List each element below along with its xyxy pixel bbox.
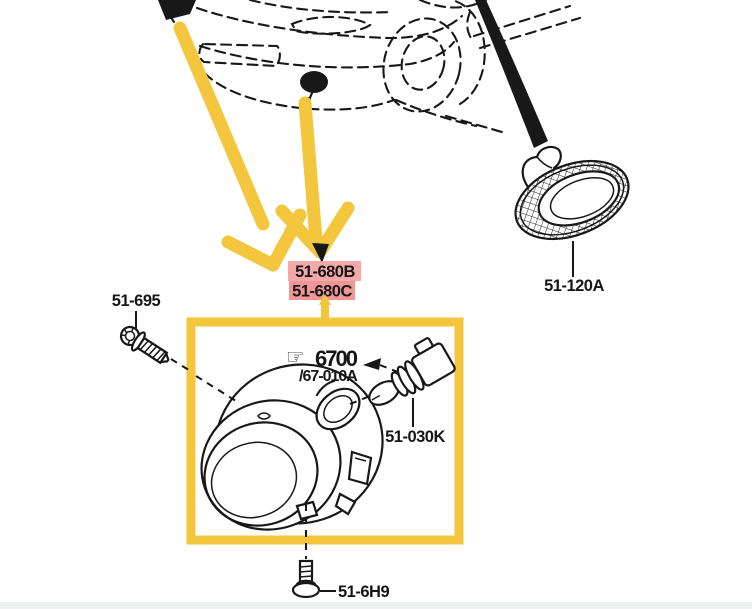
fog-lamp-drawing	[195, 363, 384, 559]
part-label-67-010A[interactable]: /67-010A	[299, 368, 359, 385]
lamp-lower-tab	[334, 492, 357, 516]
fender-arch-line	[450, 0, 486, 106]
license-recess	[198, 42, 281, 68]
part-highlight-51-680C[interactable]	[289, 281, 355, 300]
part-label-51-6H9[interactable]: 51-6H9	[338, 583, 390, 601]
part-label-6700[interactable]: 6700	[315, 346, 360, 371]
bumper-top-line	[198, 40, 456, 69]
side-marker-lamp: 51-120A	[514, 145, 630, 295]
screw-51-695-drawing	[119, 325, 170, 365]
part-label-51-680C[interactable]: 51-680C	[292, 283, 353, 301]
bulb-assembly: 51-030K	[368, 337, 456, 446]
black-arrowhead	[312, 243, 329, 263]
screw-head-inner	[124, 330, 136, 342]
part-label-51-120A[interactable]: 51-120A	[544, 277, 605, 295]
lamp-socket-opening-outer	[315, 387, 361, 431]
selection-box	[186, 317, 464, 545]
front-wheel-outer	[382, 17, 462, 113]
fog-lamp-hole	[300, 71, 328, 93]
screw-threads	[299, 565, 313, 583]
yellow-arrow-left-head	[221, 208, 307, 272]
lamp-lens	[203, 421, 319, 527]
bulb-section-callout[interactable]: ☞ 6700 /67-010A	[286, 345, 399, 385]
lamp-mount-lug	[347, 450, 373, 486]
door-seam-line	[466, 10, 474, 42]
part-label-51-680B[interactable]: 51-680B	[295, 263, 356, 281]
right-headlight-outline	[290, 15, 372, 35]
part-label-51-695[interactable]: 51-695	[112, 292, 161, 310]
marker-lens	[537, 170, 621, 227]
lamp-mount-lug-line	[354, 457, 367, 462]
arrow-to-bulb-dash	[379, 364, 399, 373]
car-sketch	[158, 0, 582, 134]
marker-rim-line	[519, 164, 625, 236]
front-wheel-inner	[400, 35, 446, 91]
part-label-51-030K[interactable]: 51-030K	[385, 428, 446, 446]
marker-lens-inner	[549, 176, 615, 220]
yellow-arrow-left-shaft	[173, 21, 270, 231]
marker-housing-nub	[521, 145, 562, 189]
bottom-edge-strip	[0, 602, 752, 609]
selected-part-callout[interactable]: 51-680B 51-680C	[288, 261, 361, 324]
bulb-connector-tab	[413, 337, 434, 355]
upper-screw-callout: 51-695	[112, 292, 193, 373]
screw-51-6H9-drawing	[291, 559, 321, 599]
lamp-adjuster-detail	[257, 412, 271, 420]
marker-housing-nub-line	[536, 156, 553, 169]
highlight-arrows	[173, 21, 355, 272]
pointing-hand-icon: ☞	[286, 345, 305, 369]
lower-screw-callout: 51-6H9	[291, 559, 390, 601]
screw-tip	[159, 352, 170, 364]
screw-threads	[139, 340, 166, 362]
headlight-fill	[158, 0, 196, 20]
sill-line	[444, 114, 504, 134]
yellow-arrow-right-shaft	[298, 96, 323, 247]
dashed-line-screw-to-lamp	[195, 375, 237, 402]
part-highlight-51-680B[interactable]	[288, 261, 361, 281]
upper-screw-dash-line	[170, 358, 193, 373]
lamp-socket-opening-inner	[323, 394, 353, 424]
hood-edge-line	[195, 6, 464, 40]
arrow-to-bulb-head	[363, 358, 381, 370]
screw-head-flange	[291, 581, 321, 599]
bulb-filament	[371, 394, 381, 401]
under-bumper-line	[394, 98, 478, 128]
side-marker-pointer	[475, 0, 548, 148]
cowl-line	[418, 0, 488, 9]
lamp-top-notch	[315, 379, 336, 397]
hood-inner-line	[248, 0, 394, 14]
screw-head-knurl	[121, 327, 134, 345]
lamp-lens-inner	[210, 441, 298, 519]
